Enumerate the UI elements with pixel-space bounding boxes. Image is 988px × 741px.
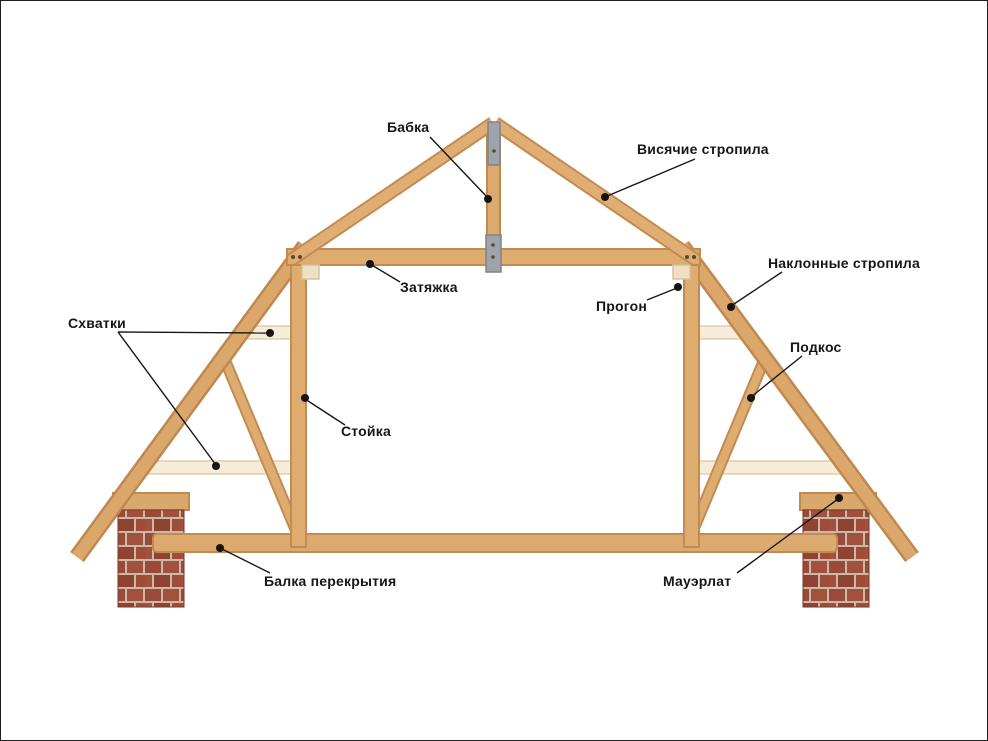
- bottom-metal-bracket: [485, 234, 502, 273]
- leader-balka: [219, 547, 271, 574]
- dot-podkos: [747, 394, 755, 402]
- dot-skhvatki-upper: [266, 329, 274, 337]
- brick-pillar-right: [802, 509, 870, 608]
- floor-beam: [152, 533, 838, 553]
- dot-naklonnye: [727, 303, 735, 311]
- leader-stoyka: [304, 398, 346, 426]
- label-post: Стойка: [341, 423, 391, 439]
- dot-visyachie: [601, 193, 609, 201]
- leader-skhvatki-lower: [117, 331, 217, 466]
- label-hanging-rafters: Висячие стропила: [637, 141, 769, 157]
- bolts: [291, 149, 696, 259]
- collar-lower-right: [686, 460, 842, 475]
- collar-ties: [148, 325, 842, 475]
- purlin-left: [301, 264, 320, 280]
- leader-mauerlat: [736, 498, 839, 574]
- leader-lines: [117, 136, 839, 574]
- dot-stoyka: [301, 394, 309, 402]
- leader-zatyazhka: [369, 263, 401, 283]
- dot-balka: [216, 544, 224, 552]
- label-purlin: Прогон: [596, 298, 648, 314]
- leader-progon: [646, 287, 678, 301]
- leader-skhvatki-upper: [117, 331, 270, 334]
- leader-naklonnye: [730, 271, 783, 307]
- strut-left: [218, 355, 308, 548]
- apex-metal-plate: [487, 121, 501, 166]
- label-floor-beam: Балка перекрытия: [264, 573, 397, 589]
- label-tie-beam: Затяжка: [400, 279, 458, 295]
- upper-rafter-left: [287, 117, 497, 266]
- label-collar-ties: Схватки: [68, 315, 126, 331]
- dot-zatyazhka: [366, 260, 374, 268]
- dot-mauerlat: [835, 494, 843, 502]
- lower-rafter-left: [70, 240, 312, 563]
- brick-pillar-left: [117, 509, 185, 608]
- dot-babka: [484, 195, 492, 203]
- label-inclined-rafters: Наклонные стропила: [768, 255, 920, 271]
- label-strut: Подкос: [790, 339, 842, 355]
- leader-babka: [429, 136, 489, 199]
- dot-skhvatki-lower: [212, 462, 220, 470]
- dot-progon: [674, 283, 682, 291]
- post-right: [683, 250, 700, 548]
- lower-rafter-right: [675, 240, 919, 563]
- collar-lower-left: [148, 460, 304, 475]
- leader-podkos: [750, 355, 803, 398]
- upper-rafter-right: [491, 117, 700, 266]
- label-wall-plate: Мауэрлат: [663, 573, 732, 589]
- leader-visyachie: [604, 158, 696, 198]
- label-king-post: Бабка: [387, 119, 430, 135]
- leader-dots: [212, 193, 843, 552]
- purlin-right: [672, 264, 691, 280]
